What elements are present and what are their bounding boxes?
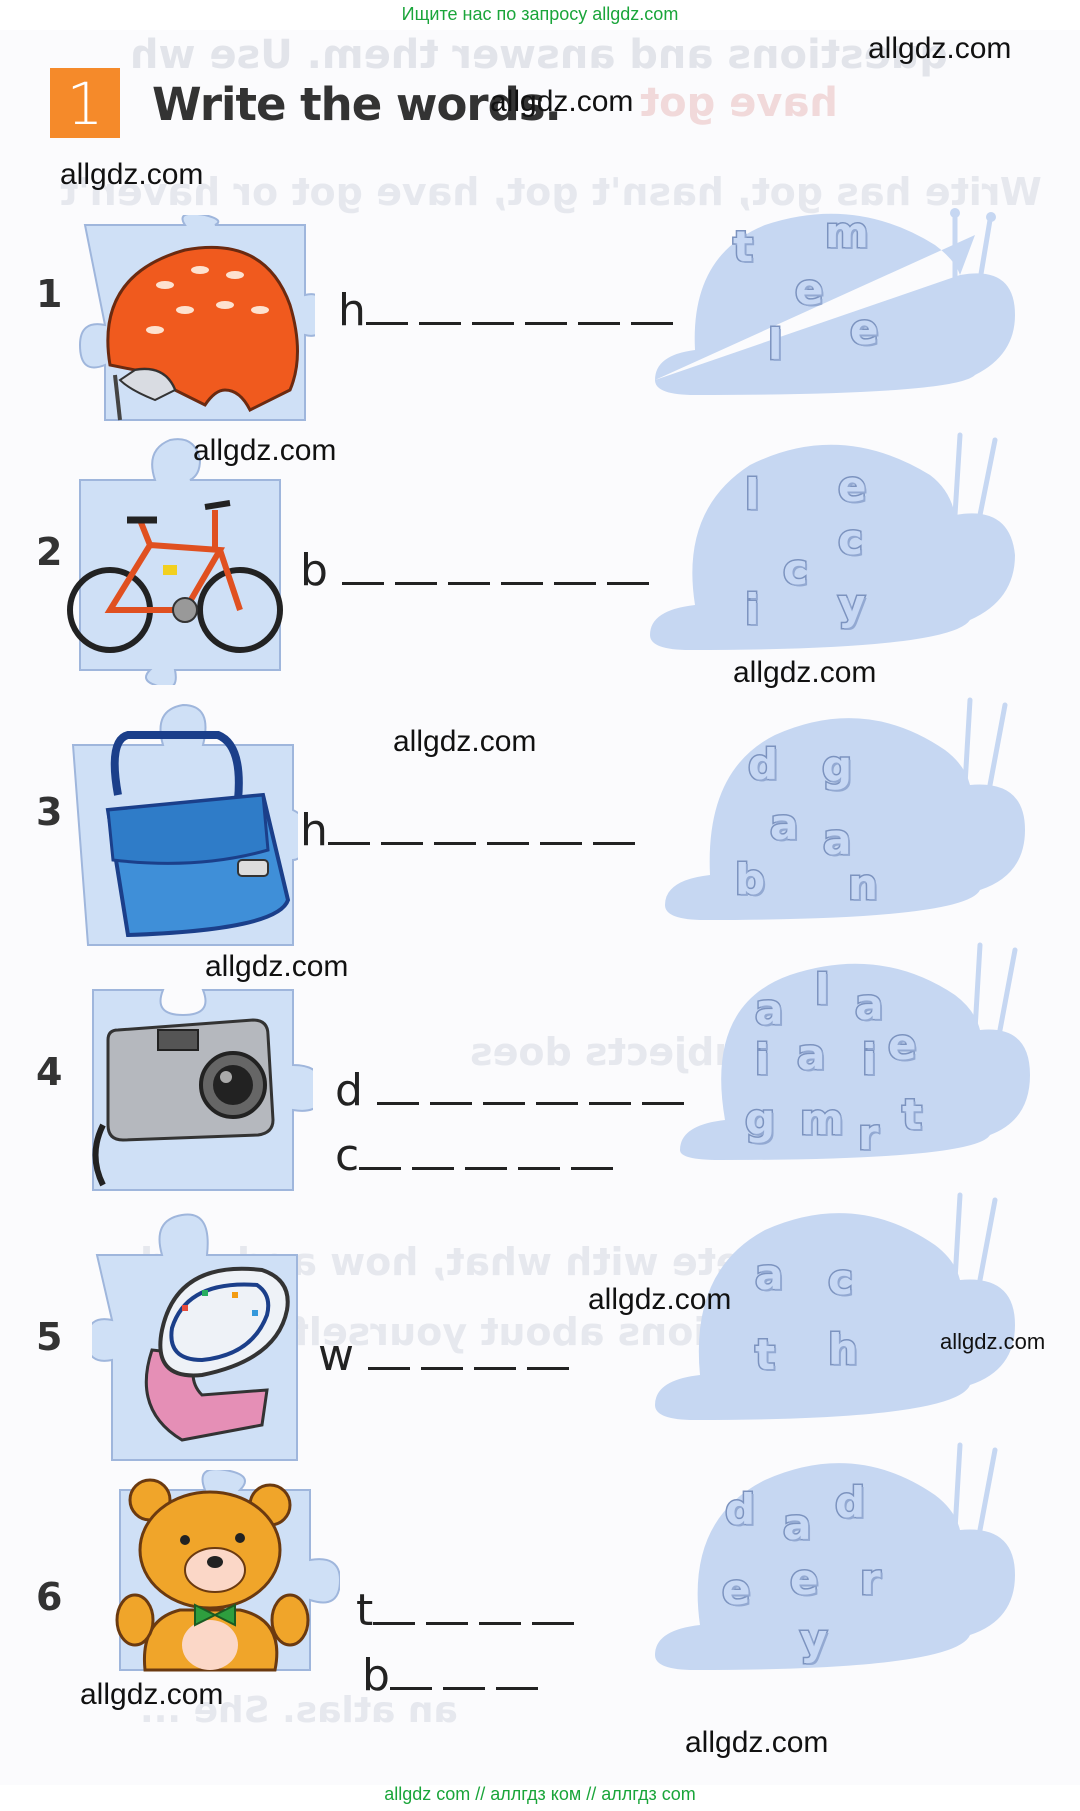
answer-line[interactable]: h <box>338 285 684 336</box>
watermark: allgdz.com <box>393 725 537 758</box>
snail-letter: n <box>847 859 880 911</box>
answer-line[interactable]: h <box>300 805 646 856</box>
snail-letter: e <box>887 1019 918 1071</box>
snail-letter: l <box>766 319 783 371</box>
snail-letter-puzzle <box>650 432 1015 650</box>
item-number: 6 <box>36 1575 63 1619</box>
snail-letter: e <box>849 304 880 356</box>
item-number: 5 <box>36 1315 63 1359</box>
watermark: allgdz.com <box>490 85 634 118</box>
snail-letter: i <box>860 1034 877 1086</box>
snail-letter: a <box>768 799 799 851</box>
exercise-number-badge: 1 <box>50 68 120 138</box>
snail-letter: e <box>837 461 868 513</box>
snail-letter: i <box>743 584 760 636</box>
watermark: allgdz.com <box>205 950 349 983</box>
answer-line[interactable]: b <box>362 1650 549 1701</box>
snail-letter: d <box>746 739 779 791</box>
watermark: allgdz.com <box>733 656 877 689</box>
snail-letter: r <box>857 1109 881 1161</box>
snail-letter: e <box>789 1554 820 1606</box>
item-number: 3 <box>36 790 63 834</box>
snail-letter: r <box>859 1554 883 1606</box>
snail-letter-puzzle <box>680 942 1030 1160</box>
snail-letter: a <box>781 1499 812 1551</box>
snail-letter: t <box>753 1329 776 1381</box>
snail-letter: i <box>753 1034 770 1086</box>
snail-letter: e <box>794 264 825 316</box>
exercise-number: 1 <box>66 70 104 138</box>
snail-letter-puzzle <box>665 697 1025 920</box>
snail-letter: l <box>813 964 830 1016</box>
snail-letter: m <box>799 1094 846 1146</box>
first-letter: b <box>362 1650 390 1701</box>
watermark: allgdz.com <box>193 434 337 467</box>
show-through-text: have got <box>640 80 838 126</box>
show-through-text: questions and answer them. Use wh <box>130 32 948 78</box>
answer-line[interactable]: c <box>335 1130 624 1181</box>
snail-letter: a <box>753 1249 784 1301</box>
item-number: 2 <box>36 530 63 574</box>
snail-letter: t <box>900 1089 923 1141</box>
teddy-bear-puzzle-picture <box>115 1470 340 1672</box>
first-letter: d <box>335 1065 363 1116</box>
answer-line[interactable]: d <box>335 1065 695 1116</box>
first-letter: h <box>300 805 328 856</box>
watermark: allgdz.com <box>940 1329 1046 1354</box>
watch-puzzle-picture <box>92 1213 298 1461</box>
snail-letter: a <box>853 979 884 1031</box>
snail-letter-puzzle <box>655 1192 1015 1420</box>
snail-letter: m <box>824 207 871 259</box>
camera-puzzle-picture <box>92 989 313 1191</box>
snail-letter: h <box>827 1324 860 1376</box>
snail-letter-puzzle <box>655 208 1015 395</box>
search-hint-link[interactable]: Ищите нас по запросу allgdz.com <box>401 4 679 24</box>
item-number: 1 <box>36 272 63 316</box>
snail-letter: c <box>782 544 810 596</box>
snail-letter: l <box>743 469 760 521</box>
watermark: allgdz.com <box>868 32 1012 65</box>
first-letter: c <box>335 1130 360 1181</box>
first-letter: b <box>300 545 328 596</box>
exercise-title: Write the words. <box>152 78 562 131</box>
first-letter: w <box>318 1330 354 1381</box>
snail-letter: b <box>733 854 766 906</box>
item-number: 4 <box>36 1050 63 1094</box>
snail-letter: y <box>836 579 866 631</box>
snail-letter: t <box>731 221 754 273</box>
snail-letter: y <box>798 1614 828 1666</box>
snail-letter: a <box>821 814 852 866</box>
footer-links[interactable]: allgdz com // аллгдз ком // аллгдз com <box>384 1784 696 1804</box>
snail-letter: c <box>827 1254 855 1306</box>
snail-letter: e <box>721 1564 752 1616</box>
watermark: allgdz.com <box>80 1678 224 1711</box>
snail-letter: g <box>820 741 853 793</box>
watermark: allgdz.com <box>588 1283 732 1316</box>
handbag-puzzle-picture <box>71 703 298 946</box>
snail-letter: d <box>833 1477 866 1529</box>
helmet-puzzle-picture <box>78 215 315 421</box>
snail-letter-puzzle <box>655 1442 1015 1670</box>
answer-line[interactable]: t <box>356 1585 585 1636</box>
watermark: allgdz.com <box>685 1726 829 1759</box>
first-letter: h <box>338 285 366 336</box>
snail-letter: d <box>723 1484 756 1536</box>
snail-letter: c <box>837 514 865 566</box>
answer-line[interactable]: b <box>300 545 660 596</box>
snail-letter: a <box>795 1029 826 1081</box>
snail-letter: a <box>753 984 784 1036</box>
first-letter: t <box>356 1585 374 1636</box>
answer-line[interactable]: w <box>318 1330 580 1381</box>
watermark: allgdz.com <box>60 158 204 191</box>
snail-letter: g <box>743 1094 776 1146</box>
bicycle-puzzle-picture <box>67 438 283 685</box>
